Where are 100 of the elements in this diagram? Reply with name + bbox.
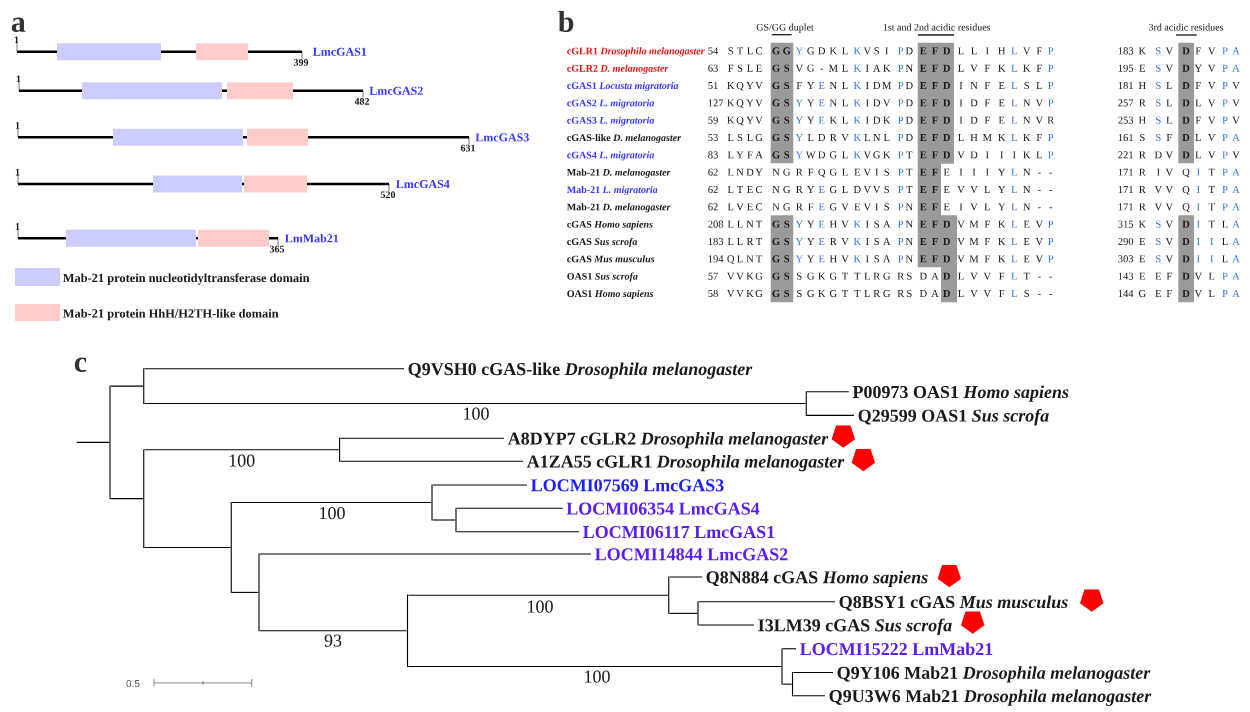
residue-letter: Y — [807, 186, 815, 193]
residue-letter: G — [772, 255, 780, 263]
residue-letter: S — [784, 290, 790, 298]
column-header: 1st and 2nd acidic residues — [883, 23, 991, 31]
residue-letter: I — [959, 168, 963, 176]
tree-branch — [231, 591, 259, 593]
residue-letter: N — [1023, 116, 1031, 124]
residue-letter: G — [1138, 290, 1146, 298]
residue-letter: E — [854, 203, 860, 211]
residue-letter: I — [1196, 255, 1200, 263]
residue-letter: V — [883, 99, 891, 107]
residue-letter: S — [1156, 238, 1161, 246]
residue-letter: L — [727, 238, 734, 245]
residue-letter: L — [727, 168, 734, 176]
residue-letter: E — [920, 64, 927, 72]
residue-letter: D — [943, 64, 950, 72]
legend-text: Mab-21 protein nucleotidyltransferase domain — [63, 273, 310, 285]
residue-letter: L — [807, 134, 814, 141]
residue-letter: L — [727, 203, 734, 211]
residue-letter: V — [1165, 168, 1173, 176]
residue-letter: G — [807, 47, 815, 55]
residue-letter: F — [1166, 272, 1172, 280]
residue-letter: D — [905, 47, 913, 55]
residue-letter: I — [959, 99, 963, 107]
residue-letter: A — [883, 255, 891, 263]
residue-letter: L — [842, 168, 848, 176]
tree-branch — [698, 601, 836, 603]
residue-letter: F — [1036, 47, 1042, 55]
taxon-label: A1ZA55 cGLR1 Drosophila melanogaster — [526, 454, 845, 472]
residue-letter: K — [853, 116, 861, 124]
taxon-label: Q8N884 cGAS Homo sapiens — [706, 570, 928, 588]
residue-letter: V — [1165, 203, 1173, 211]
residue-letter: V — [957, 238, 965, 246]
residue-letter: - — [1037, 207, 1041, 209]
residue-letter: G — [772, 99, 780, 107]
residue-letter: Y — [807, 116, 815, 124]
sequence-name: cGAS1 Locusta migratoria — [567, 82, 679, 92]
position-number: 127 — [708, 99, 724, 107]
residue-letter: L — [1011, 47, 1017, 55]
residue-letter: Y — [795, 151, 803, 159]
residue-letter: L — [1222, 238, 1228, 245]
residue-letter: D — [1182, 238, 1190, 245]
residue-letter: E — [998, 116, 1005, 124]
residue-letter: L — [1011, 116, 1017, 124]
residue-letter: L — [747, 47, 753, 55]
residue-letter: Q — [736, 99, 744, 108]
residue-letter: L — [1222, 255, 1228, 263]
residue-letter: K — [1138, 47, 1146, 55]
residue-letter: V — [1035, 220, 1043, 228]
residue-letter: N — [905, 64, 913, 72]
residue-letter: K — [1023, 151, 1031, 159]
sequence-name: cGAS4 L. migratoria — [567, 151, 655, 161]
residue-letter: G — [772, 238, 780, 246]
residue-letter: T — [906, 168, 913, 176]
residue-letter: P — [1222, 151, 1228, 159]
residue-letter: P — [1222, 99, 1228, 107]
residue-letter: I — [959, 82, 963, 89]
residue-letter: F — [1036, 134, 1042, 141]
tree-branch — [782, 648, 797, 650]
position-number: 183 — [1118, 47, 1134, 55]
residue-letter: P — [1222, 290, 1228, 297]
residue-letter: D — [919, 272, 927, 280]
residue-letter: L — [747, 64, 753, 72]
residue-letter: N — [905, 255, 913, 263]
residue-letter: P — [1048, 64, 1054, 72]
residue-letter: A — [1232, 203, 1240, 211]
residue-letter: G — [883, 290, 891, 298]
residue-letter: E — [1139, 255, 1145, 263]
tree-branch — [259, 630, 408, 632]
residue-letter: I — [1196, 203, 1200, 211]
position-number: 520 — [380, 191, 396, 199]
residue-letter: N — [1023, 203, 1031, 211]
residue-letter: H — [998, 47, 1006, 55]
residue-letter: S — [797, 272, 802, 280]
residue-letter: F — [984, 99, 990, 107]
residue-letter: G — [772, 116, 780, 124]
position-number: 62 — [708, 168, 718, 176]
residue-letter: K — [853, 134, 861, 141]
position-number: 171 — [1118, 203, 1133, 211]
residue-letter: K — [853, 82, 861, 89]
residue-letter: R — [1139, 99, 1146, 107]
residue-letter: D — [1182, 82, 1190, 89]
residue-letter: D — [1182, 47, 1190, 55]
residue-letter: P — [898, 64, 904, 72]
residue-letter: A — [1232, 220, 1240, 228]
protein-name: LmcGAS3 — [475, 133, 529, 142]
residue-letter: Q — [727, 255, 735, 264]
residue-letter: V — [1208, 47, 1216, 55]
residue-letter: V — [1154, 203, 1162, 211]
bootstrap-value: 100 — [585, 670, 610, 683]
residue-letter: V — [1035, 99, 1043, 107]
position-number: 51 — [708, 82, 718, 90]
residue-letter: A — [1232, 168, 1240, 176]
residue-letter: A — [1232, 47, 1240, 55]
residue-letter: V — [957, 151, 965, 159]
residue-letter: Y — [746, 116, 754, 124]
residue-letter: H — [970, 134, 978, 141]
residue-letter: G — [829, 272, 837, 280]
residue-letter: K — [998, 220, 1006, 228]
residue-letter: F — [984, 238, 990, 245]
